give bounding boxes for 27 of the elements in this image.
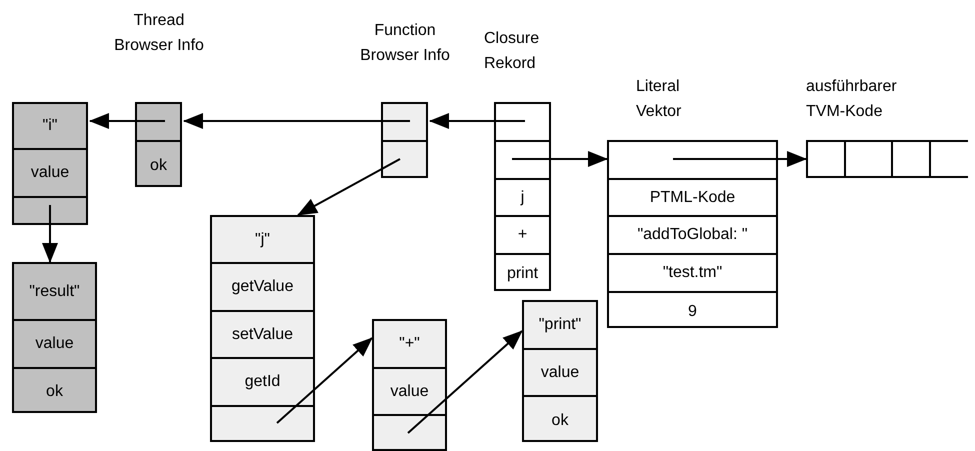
field-label: getValue bbox=[232, 277, 294, 297]
record-title: Closure Rekord bbox=[484, 29, 540, 74]
field-label: ok bbox=[46, 382, 63, 402]
field-label: + bbox=[518, 225, 528, 245]
record-title: Literal Vektor bbox=[636, 77, 682, 122]
field-label: "+" bbox=[399, 334, 420, 354]
field-label: "print" bbox=[538, 315, 582, 335]
field-label: 9 bbox=[688, 302, 697, 322]
field-label: "i" bbox=[42, 116, 58, 136]
field-label: ok bbox=[552, 410, 568, 430]
field-label: value bbox=[30, 163, 70, 183]
record-title: Thread Browser Info bbox=[113, 11, 205, 56]
record-title: ausführbarer TVM-Kode bbox=[806, 77, 898, 122]
record-title: Function Browser Info bbox=[359, 21, 451, 66]
field-label: "test.tm" bbox=[662, 263, 722, 283]
field-label: value bbox=[540, 362, 580, 382]
field-label: ok bbox=[150, 156, 167, 176]
field-label: getId bbox=[244, 372, 280, 392]
field-label: "j" bbox=[255, 230, 270, 250]
field-label: print bbox=[506, 264, 538, 284]
field-label: value bbox=[390, 382, 429, 402]
field-label: PTML-Kode bbox=[650, 188, 736, 208]
field-label: value bbox=[35, 334, 74, 354]
field-label: setValue bbox=[232, 324, 294, 344]
field-label: j bbox=[520, 188, 524, 208]
field-label: "result" bbox=[29, 282, 80, 302]
field-label: "addToGlobal: " bbox=[637, 225, 748, 245]
